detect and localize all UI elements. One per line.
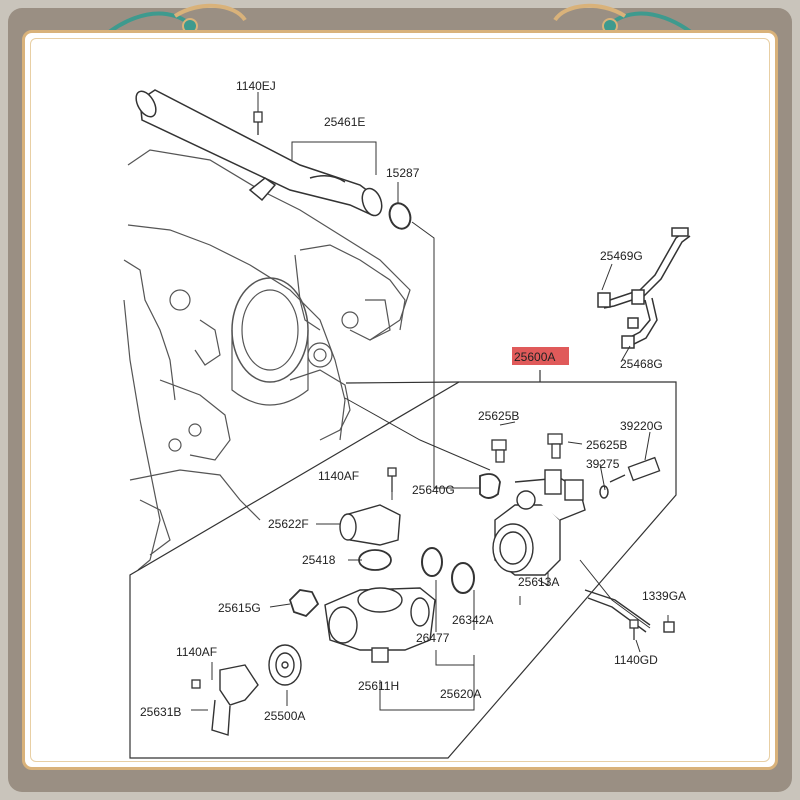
label-25600A: 25600A [514, 350, 555, 364]
bolt-1140GD [629, 619, 639, 640]
engine-block-sketch [123, 149, 411, 571]
assembly-highlight [512, 347, 569, 365]
part-labels: 1140EJ 25461E 15287 25469G 25468G 25600A… [140, 79, 686, 723]
sensor-25625B-b [547, 433, 563, 459]
gasket-25615G [288, 589, 320, 618]
assembly-outline [129, 370, 677, 759]
thermostat-25500A [268, 644, 302, 686]
bolt-1140AF-a [387, 467, 397, 492]
inlet-fitting-25631B [211, 664, 259, 736]
bolt-1140EJ [253, 111, 263, 135]
label-1140EJ: 1140EJ [236, 79, 276, 93]
bolt-1140AF-b [191, 679, 201, 689]
hose-25468G [621, 297, 658, 349]
water-inlet-housing-25611H [324, 587, 436, 663]
o-ring-39275 [599, 485, 609, 499]
label-25418: 25418 [302, 553, 336, 567]
label-26342A: 26342A [452, 613, 493, 627]
label-25461E: 25461E [324, 115, 365, 129]
label-25615G: 25615G [218, 601, 261, 615]
o-ring-25418 [358, 549, 392, 571]
label-25631B: 25631B [140, 705, 181, 719]
label-25620A: 25620A [440, 687, 481, 701]
o-ring-15287 [388, 202, 412, 230]
thermostat-housing-25613A [492, 469, 586, 576]
label-25468G: 25468G [620, 357, 663, 371]
label-25622F: 25622F [268, 517, 309, 531]
label-25613A: 25613A [518, 575, 559, 589]
label-1140GD: 1140GD [614, 653, 658, 667]
o-rings-26342A [421, 547, 475, 594]
hose-25469G [597, 227, 691, 309]
label-25611H: 25611H [358, 679, 399, 693]
label-1140AF-top: 1140AF [318, 469, 359, 483]
sensor-25625B-a [491, 439, 507, 463]
outlet-pipe-25622F [339, 504, 401, 546]
label-25625B-right: 25625B [586, 438, 627, 452]
label-1140AF-bottom: 1140AF [176, 645, 217, 659]
panel-inner-border [30, 38, 770, 762]
sensor-39220G [609, 456, 661, 483]
label-15287: 15287 [386, 166, 420, 180]
label-25625B-left: 25625B [478, 409, 519, 423]
label-25500A: 25500A [264, 709, 305, 723]
label-1339GA: 1339GA [642, 589, 686, 603]
label-25640G: 25640G [412, 483, 455, 497]
gasket-25640G [479, 473, 501, 499]
label-26477: 26477 [416, 631, 450, 645]
water-pipe-25461E [135, 89, 383, 217]
label-25469G: 25469G [600, 249, 643, 263]
label-39275: 39275 [586, 457, 620, 471]
leader-lines [191, 92, 669, 711]
label-39220G: 39220G [620, 419, 663, 433]
